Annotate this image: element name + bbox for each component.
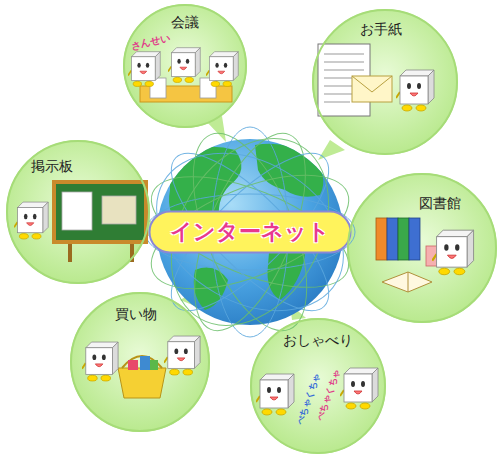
globe [128, 110, 371, 353]
bubble-outline [251, 319, 385, 453]
shopping-illustration [82, 336, 200, 398]
center-title: インターネット [170, 217, 330, 247]
center-label: インターネット [148, 210, 352, 254]
bubble-title: おしゃべり [283, 332, 353, 350]
bubble-title: 掲示板 [31, 158, 73, 176]
bubble-shape [6, 140, 150, 284]
bubble-title: 図書館 [419, 195, 461, 213]
bubble-outline [313, 10, 457, 154]
pill-outline [150, 212, 351, 253]
topic-bubble: 掲示板 [6, 140, 150, 284]
bubble-title: 会議 [171, 14, 199, 32]
bubble-outline [7, 141, 149, 283]
letter-illustration [318, 44, 434, 116]
bubble-outline [348, 174, 496, 322]
topic-bubble: 図書館 [347, 173, 497, 323]
topic-bubble: 会議 [123, 4, 247, 128]
meeting-illustration [128, 48, 238, 102]
topic-bubble: お手紙 [312, 9, 458, 155]
bubble-title: 買い物 [115, 306, 157, 324]
bulletin-board-illustration [14, 182, 146, 262]
library-illustration [376, 218, 474, 292]
topic-bubble: 買い物 [70, 292, 210, 432]
bubble-title: お手紙 [360, 21, 402, 39]
bubble-fills [6, 4, 497, 454]
bubble-outline [71, 293, 209, 431]
speech-word: さんせい [130, 31, 172, 53]
bubble-outline [124, 5, 246, 127]
